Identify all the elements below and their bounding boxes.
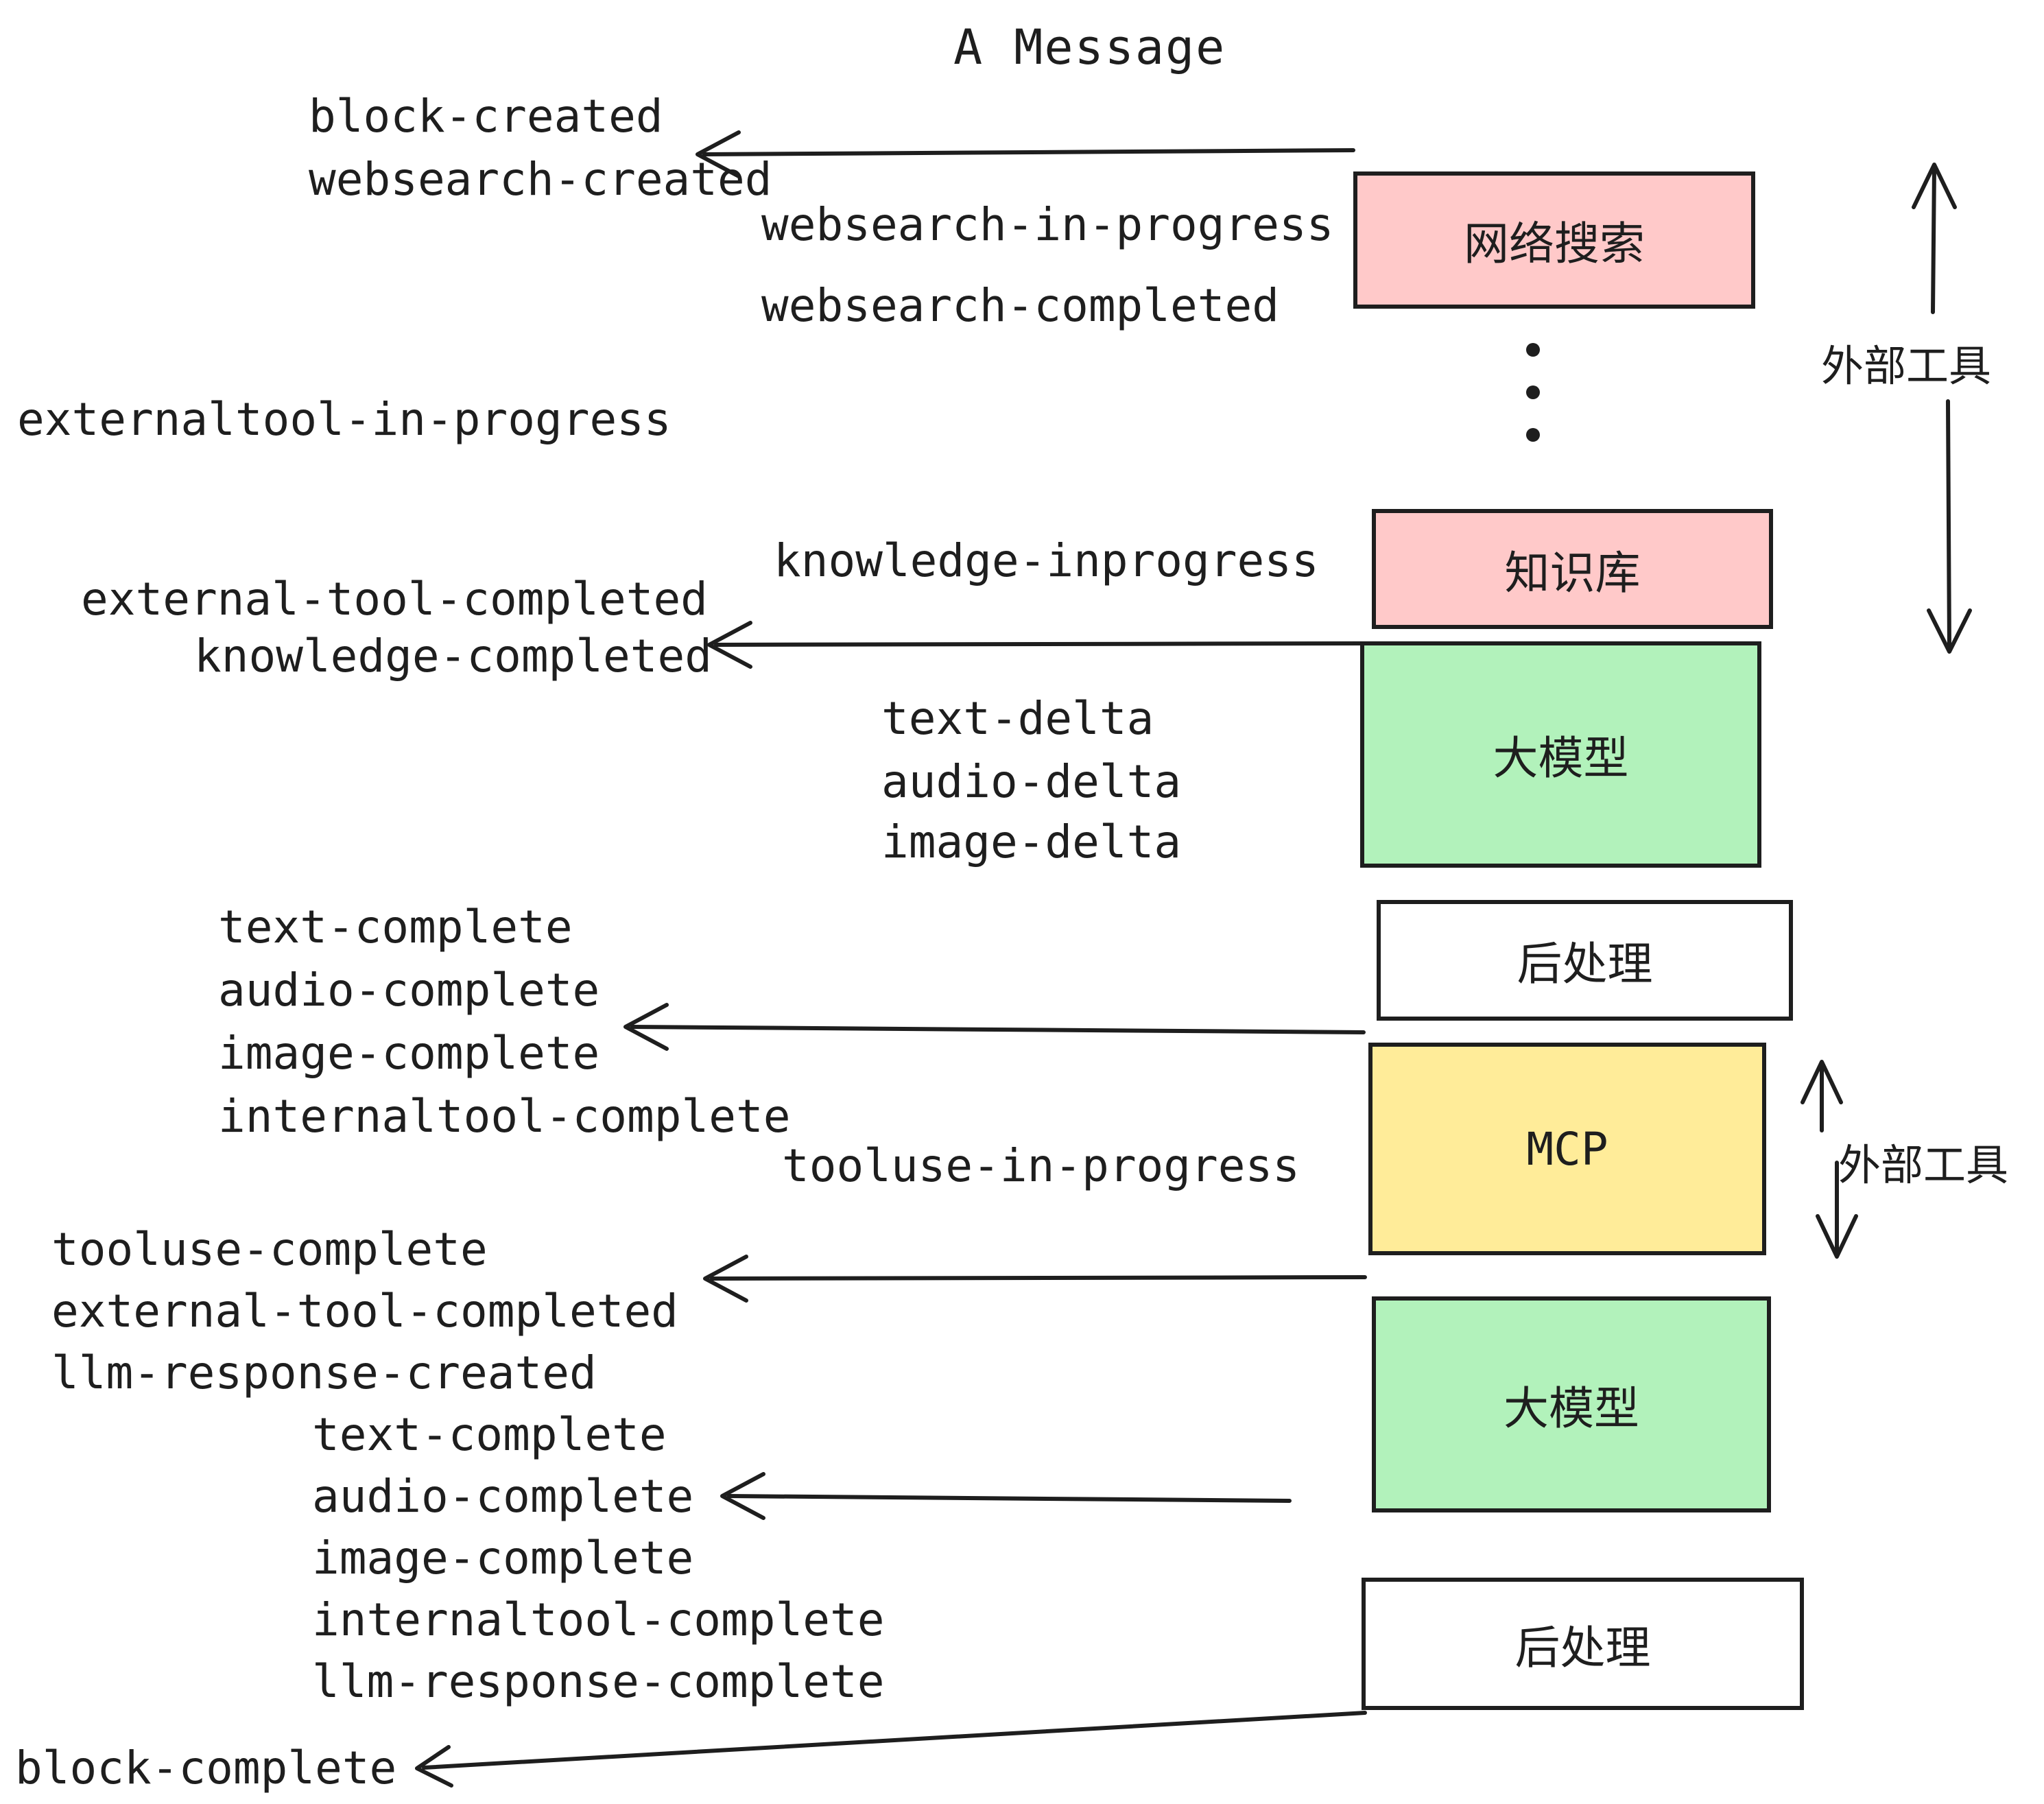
stage-box-llm-1: 大模型 [1360,641,1761,868]
event-label-text-delta: text-delta [881,692,1154,745]
arrow-to-block-complete [415,1711,1367,1788]
event-label-image-delta: image-delta [881,816,1182,868]
external-tools-down-arrow-top [1927,399,1972,654]
stage-box-knowledge-base-label: 知识库 [1504,546,1641,600]
event-label-external-tool-completed: external-tool-completed [81,573,708,626]
stage-box-websearch-label: 网络搜索 [1464,217,1645,270]
event-label-image-complete: image-complete [218,1027,600,1080]
arrow-to-block-created [696,130,1355,178]
stage-box-postprocess-1: 后处理 [1377,900,1793,1021]
event-label-websearch-completed: websearch-completed [761,279,1279,332]
event-label-audio-delta: audio-delta [881,755,1182,808]
arrow-to-tooluse-complete [703,1255,1367,1303]
diagram-title: A Message [953,19,1226,75]
stage-box-llm-2: 大模型 [1372,1296,1771,1512]
stage-box-postprocess-2: 后处理 [1362,1578,1804,1710]
event-label-knowledge-inprogress: knowledge-inprogress [774,534,1319,587]
event-label-websearch-in-progress: websearch-in-progress [761,198,1334,251]
event-label-audio-complete: audio-complete [218,964,600,1017]
event-label-llm-response-created: llm-response-created [51,1346,597,1399]
event-label-knowledge-completed: knowledge-completed [194,630,712,683]
external-tools-up-arrow-top [1912,163,1957,314]
arrow-to-audio-complete [720,1472,1292,1520]
event-label-text-complete: text-complete [218,901,573,953]
arrow-to-image-complete [623,1003,1366,1051]
stage-box-mcp-label: MCP [1526,1122,1608,1176]
event-label-internaltool-complete: internaltool-complete [218,1090,791,1143]
event-label-image-complete-2: image-complete [312,1532,694,1585]
event-label-llm-response-complete: llm-response-complete [312,1655,885,1708]
event-label-internaltool-complete-2: internaltool-complete [312,1593,885,1646]
arrow-to-knowledge-completed [707,621,1362,669]
stage-box-knowledge-base: 知识库 [1372,509,1773,629]
stage-box-websearch: 网络搜索 [1353,171,1755,309]
stage-box-mcp: MCP [1368,1043,1766,1255]
event-label-websearch-created: websearch-created [309,153,772,206]
ellipsis-dots [1526,343,1540,442]
event-label-block-complete: block-complete [15,1742,397,1794]
external-tools-label-top: 外部工具 [1821,341,1992,391]
stage-box-postprocess-1-label: 后处理 [1517,938,1653,990]
external-tools-label-mid: 外部工具 [1838,1140,2009,1190]
event-label-externaltool-in-progress: externaltool-in-progress [17,393,672,446]
external-tools-up-arrow-mcp [1801,1060,1843,1132]
stage-box-postprocess-2-label: 后处理 [1514,1621,1651,1674]
event-label-audio-complete-2: audio-complete [312,1470,694,1523]
event-label-tooluse-complete: tooluse-complete [51,1223,488,1276]
stage-box-llm-1-label: 大模型 [1493,732,1629,785]
event-label-block-created: block-created [309,90,663,143]
event-label-tooluse-in-progress: tooluse-in-progress [782,1139,1300,1192]
event-label-external-tool-completed-2: external-tool-completed [51,1285,678,1338]
stage-box-llm-2-label: 大模型 [1504,1381,1639,1435]
event-label-text-complete-2: text-complete [312,1408,667,1461]
